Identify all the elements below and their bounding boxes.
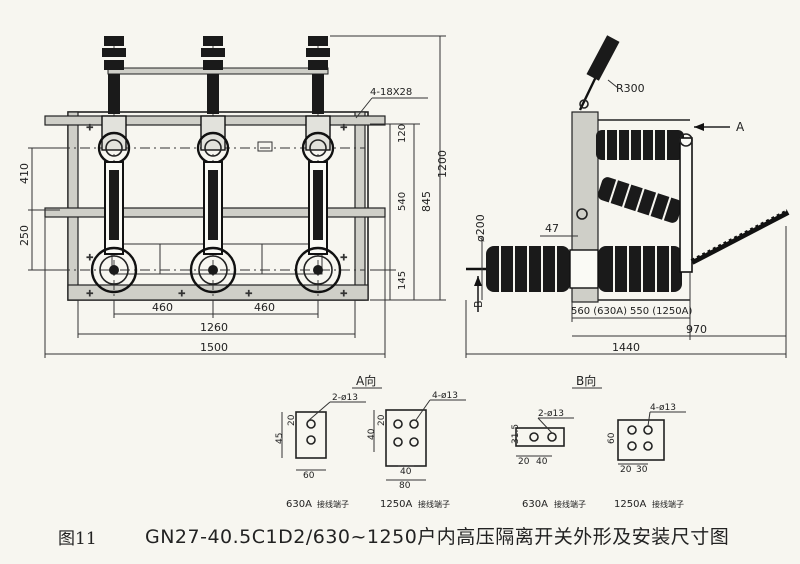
dim-250: 250 bbox=[18, 225, 31, 246]
front-right-post bbox=[354, 111, 366, 301]
dim-970: 970 bbox=[686, 323, 707, 336]
pole-1 bbox=[90, 36, 138, 294]
b630-dim-31-5: 31.5 bbox=[511, 424, 521, 444]
technical-drawing: + + + + + + + + 410 250 120 540 145 845 1200… bbox=[18, 35, 790, 510]
dim-1440: 1440 bbox=[612, 341, 640, 354]
svg-text:+: + bbox=[86, 123, 94, 133]
a1250-holes: 4-ø13 bbox=[432, 391, 458, 401]
a630-label: 630A bbox=[286, 499, 312, 510]
detail-view-b: B向 2-ø13 31.5 20 40 630A 接线端子 4-ø13 bbox=[511, 373, 686, 510]
b1250-dim-30: 30 bbox=[636, 465, 648, 475]
b630-holes: 2-ø13 bbox=[538, 409, 564, 419]
dim-120: 120 bbox=[397, 124, 408, 143]
a1250-dim-20: 20 bbox=[377, 414, 387, 426]
dim-560-630a: 560 (630A) bbox=[571, 306, 627, 317]
svg-text:+: + bbox=[340, 123, 348, 133]
a630-dim-60: 60 bbox=[303, 471, 315, 481]
dim-410: 410 bbox=[18, 163, 31, 184]
figure-caption: 图11 GN27-40.5C1D2/630~1250户内高压隔离开关外形及安装尺… bbox=[0, 518, 800, 558]
dim-1260: 1260 bbox=[200, 321, 228, 334]
a630-dim-45: 45 bbox=[275, 433, 285, 444]
b630-note: 接线端子 bbox=[554, 499, 586, 509]
svg-text:+: + bbox=[245, 289, 253, 299]
front-view: + + + + + + + + 410 250 120 540 145 845 1200… bbox=[18, 35, 449, 358]
b1250-dim-60: 60 bbox=[607, 432, 617, 444]
terminal-b-630: 2-ø13 31.5 20 40 630A 接线端子 bbox=[511, 409, 586, 510]
detail-view-a: A向 2-ø13 45 20 60 630A 接线端子 bbox=[275, 373, 466, 510]
side-mid-insulator bbox=[597, 177, 683, 223]
a1250-dim-80: 80 bbox=[399, 481, 411, 491]
dim-diameter-200: ø200 bbox=[474, 214, 487, 242]
a1250-label: 1250A bbox=[380, 499, 412, 510]
a1250-dim-40w: 40 bbox=[400, 467, 412, 477]
dim-47: 47 bbox=[545, 222, 559, 235]
terminal-a-630: 2-ø13 45 20 60 630A 接线端子 bbox=[275, 393, 366, 510]
side-lower-insulators bbox=[466, 244, 682, 294]
terminal-a-1250: 4-ø13 40 20 40 80 1250A 接线端子 bbox=[367, 391, 466, 510]
a630-note: 接线端子 bbox=[317, 499, 349, 509]
dim-1200: 1200 bbox=[436, 150, 449, 178]
detail-a-title: A向 bbox=[356, 373, 376, 388]
dim-845: 845 bbox=[420, 191, 433, 212]
svg-text:+: + bbox=[86, 289, 94, 299]
dim-r300: R300 bbox=[616, 82, 645, 95]
terminal-b-1250: 4-ø13 60 20 30 1250A 接线端子 bbox=[607, 403, 686, 510]
dim-460-left: 460 bbox=[152, 301, 173, 314]
dim-1500: 1500 bbox=[200, 341, 228, 354]
b1250-label: 1250A bbox=[614, 499, 646, 510]
b1250-holes: 4-ø13 bbox=[650, 403, 676, 413]
b1250-dim-20: 20 bbox=[620, 465, 632, 475]
dim-550-1250a: 550 (1250A) bbox=[630, 306, 692, 317]
svg-text:+: + bbox=[86, 253, 94, 263]
side-blade bbox=[679, 137, 693, 273]
dim-145: 145 bbox=[397, 271, 408, 290]
figure-number: 图11 bbox=[58, 529, 97, 549]
slot-label: 4-18X28 bbox=[370, 87, 412, 98]
svg-text:+: + bbox=[178, 289, 186, 299]
b630-dim-40: 40 bbox=[536, 457, 548, 467]
side-upper-insulator bbox=[596, 128, 684, 162]
b1250-note: 接线端子 bbox=[652, 499, 684, 509]
view-b-marker: B bbox=[472, 300, 485, 308]
a1250-note: 接线端子 bbox=[418, 499, 450, 509]
a630-dim-20: 20 bbox=[287, 414, 297, 426]
pole-2 bbox=[189, 36, 237, 294]
side-operating-arm bbox=[578, 35, 620, 111]
front-left-post bbox=[67, 111, 79, 301]
dim-460-right: 460 bbox=[254, 301, 275, 314]
a630-holes: 2-ø13 bbox=[332, 393, 358, 403]
b630-label: 630A bbox=[522, 499, 548, 510]
pole-3 bbox=[294, 36, 342, 294]
detail-b-title: B向 bbox=[576, 373, 596, 388]
figure-title: GN27-40.5C1D2/630~1250户内高压隔离开关外形及安装尺寸图 bbox=[145, 526, 730, 548]
a1250-dim-40: 40 bbox=[367, 428, 377, 440]
side-view: R300 A B ø200 47 560 (630A) 550 (1250A) … bbox=[465, 35, 790, 358]
view-a-marker: A bbox=[736, 120, 745, 134]
dim-540: 540 bbox=[397, 192, 408, 211]
svg-text:+: + bbox=[340, 289, 348, 299]
svg-text:+: + bbox=[340, 253, 348, 263]
side-open-blade bbox=[690, 209, 790, 265]
b630-dim-20: 20 bbox=[518, 457, 530, 467]
